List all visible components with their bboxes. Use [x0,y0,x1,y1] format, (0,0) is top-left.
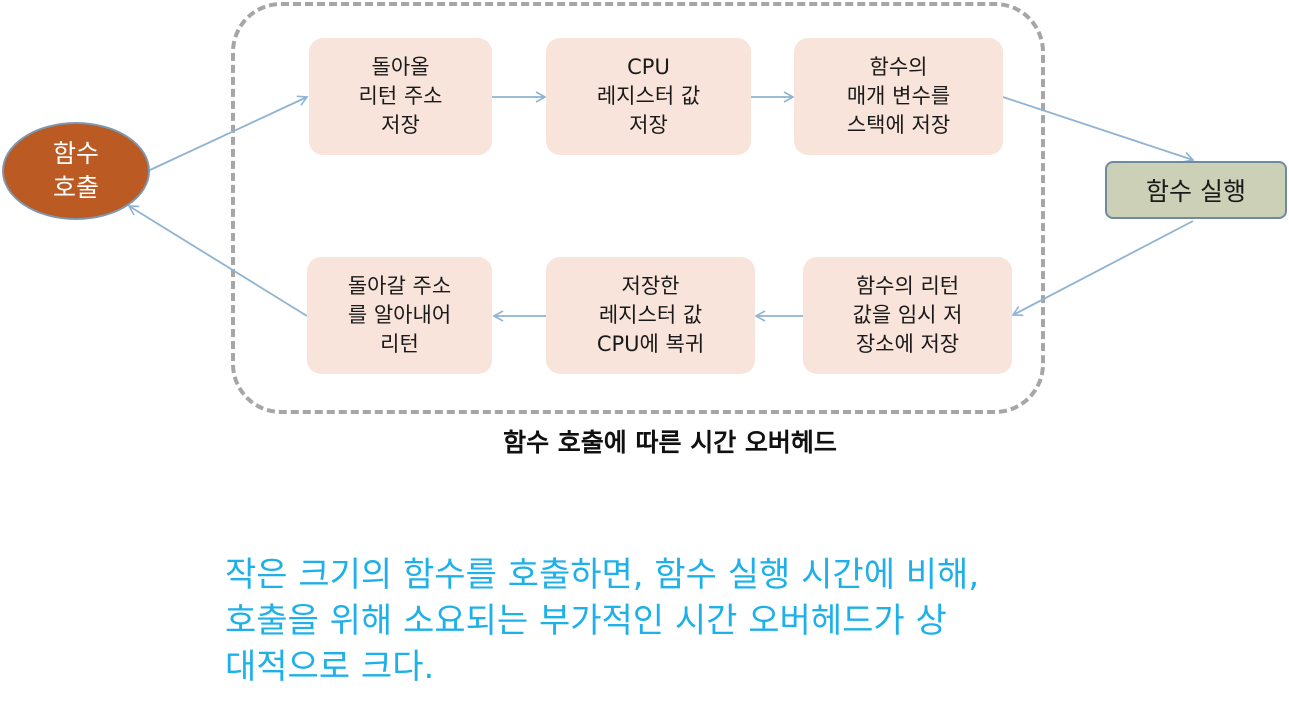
step-push-parameters: 함수의 매개 변수를 스택에 저장 [794,38,1003,155]
function-execution-node: 함수 실행 [1105,161,1287,219]
overhead-region [231,2,1045,414]
explanation-note: 작은 크기의 함수를 호출하면, 함수 실행 시간에 비해, 호출을 위해 소요… [225,555,980,687]
step-restore-registers: 저장한 레지스터 값 CPU에 복귀 [546,257,755,374]
arrow-return-to-call [127,205,308,317]
diagram-caption: 함수 호출에 따른 시간 오버헤드 [503,428,837,457]
function-call-node: 함수 호출 [2,122,150,220]
step-store-return-value: 함수의 리턴 값을 임시 저 장소에 저장 [803,257,1012,374]
step-save-return-address: 돌아올 리턴 주소 저장 [309,38,492,155]
arrow-push-params-to-exec [1002,96,1195,163]
arrow-call-to-save-address [149,95,309,171]
step-return-to-caller: 돌아갈 주소 를 알아내어 리턴 [307,257,492,374]
arrow-exec-to-store-return [1011,220,1194,317]
step-save-cpu-registers: CPU 레지스터 값 저장 [546,38,751,155]
